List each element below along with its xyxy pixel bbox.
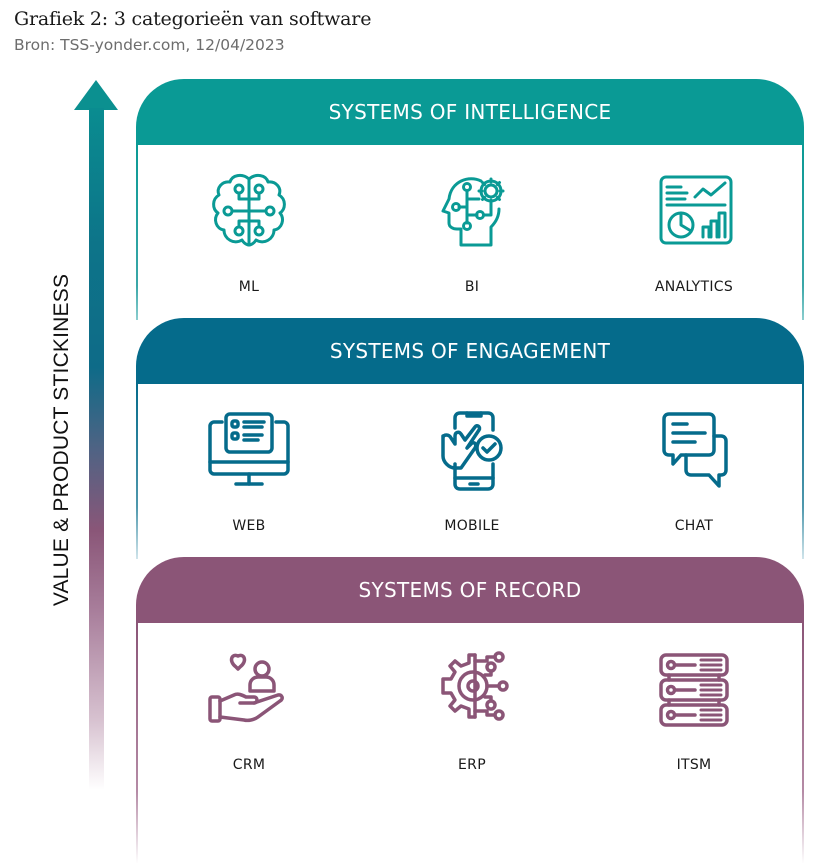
- axis-arrow-shaft: [89, 108, 104, 790]
- item-label: ANALYTICS: [654, 279, 734, 295]
- figure-title: Grafiek 2: 3 categorieën van software: [14, 8, 372, 30]
- hand-heart-user-icon: [208, 653, 284, 723]
- item-label: ERP: [458, 757, 486, 773]
- item-label: CHAT: [674, 518, 714, 534]
- server-rack-icon: [659, 653, 729, 727]
- figure-source: Bron: TSS-yonder.com, 12/04/2023: [14, 36, 285, 54]
- gear-circuit-icon: [441, 651, 509, 721]
- tier-header: SYSTEMS OF ENGAGEMENT: [136, 318, 804, 384]
- item-chat: CHAT: [614, 408, 774, 534]
- arrow-up-icon: [74, 80, 118, 110]
- item-label: MOBILE: [444, 518, 500, 534]
- item-erp: ERP: [392, 647, 552, 773]
- item-label: ML: [238, 279, 260, 295]
- tier-header: SYSTEMS OF INTELLIGENCE: [136, 79, 804, 145]
- item-itsm: ITSM: [614, 647, 774, 773]
- axis-label: VALUE & PRODUCT STICKINESS: [50, 273, 73, 607]
- tier-header: SYSTEMS OF RECORD: [136, 557, 804, 623]
- item-analytics: ANALYTICS: [614, 169, 774, 295]
- item-label: ITSM: [676, 757, 712, 773]
- tier-body: ML BI: [136, 145, 804, 320]
- item-label: CRM: [232, 757, 266, 773]
- tier-body: WEB MOBILE CHAT: [136, 384, 804, 559]
- item-bi: BI: [392, 169, 552, 295]
- item-ml: ML: [169, 169, 329, 295]
- brain-circuit-icon: [212, 173, 286, 247]
- head-gear-icon: [441, 177, 505, 247]
- tier-systems-of-engagement: SYSTEMS OF ENGAGEMENT WEB: [136, 318, 804, 559]
- tier-body: CRM ERP: [136, 623, 804, 863]
- smartphone-touch-icon: [441, 411, 503, 491]
- tier-systems-of-intelligence: SYSTEMS OF INTELLIGENCE ML: [136, 79, 804, 320]
- item-web: WEB: [169, 408, 329, 534]
- item-label: WEB: [232, 518, 266, 534]
- item-mobile: MOBILE: [392, 408, 552, 534]
- tier-systems-of-record: SYSTEMS OF RECORD CRM: [136, 557, 804, 863]
- desktop-monitor-icon: [208, 412, 290, 486]
- chat-bubbles-icon: [662, 412, 728, 488]
- item-crm: CRM: [169, 647, 329, 773]
- item-label: BI: [464, 279, 480, 295]
- dashboard-chart-icon: [659, 175, 733, 245]
